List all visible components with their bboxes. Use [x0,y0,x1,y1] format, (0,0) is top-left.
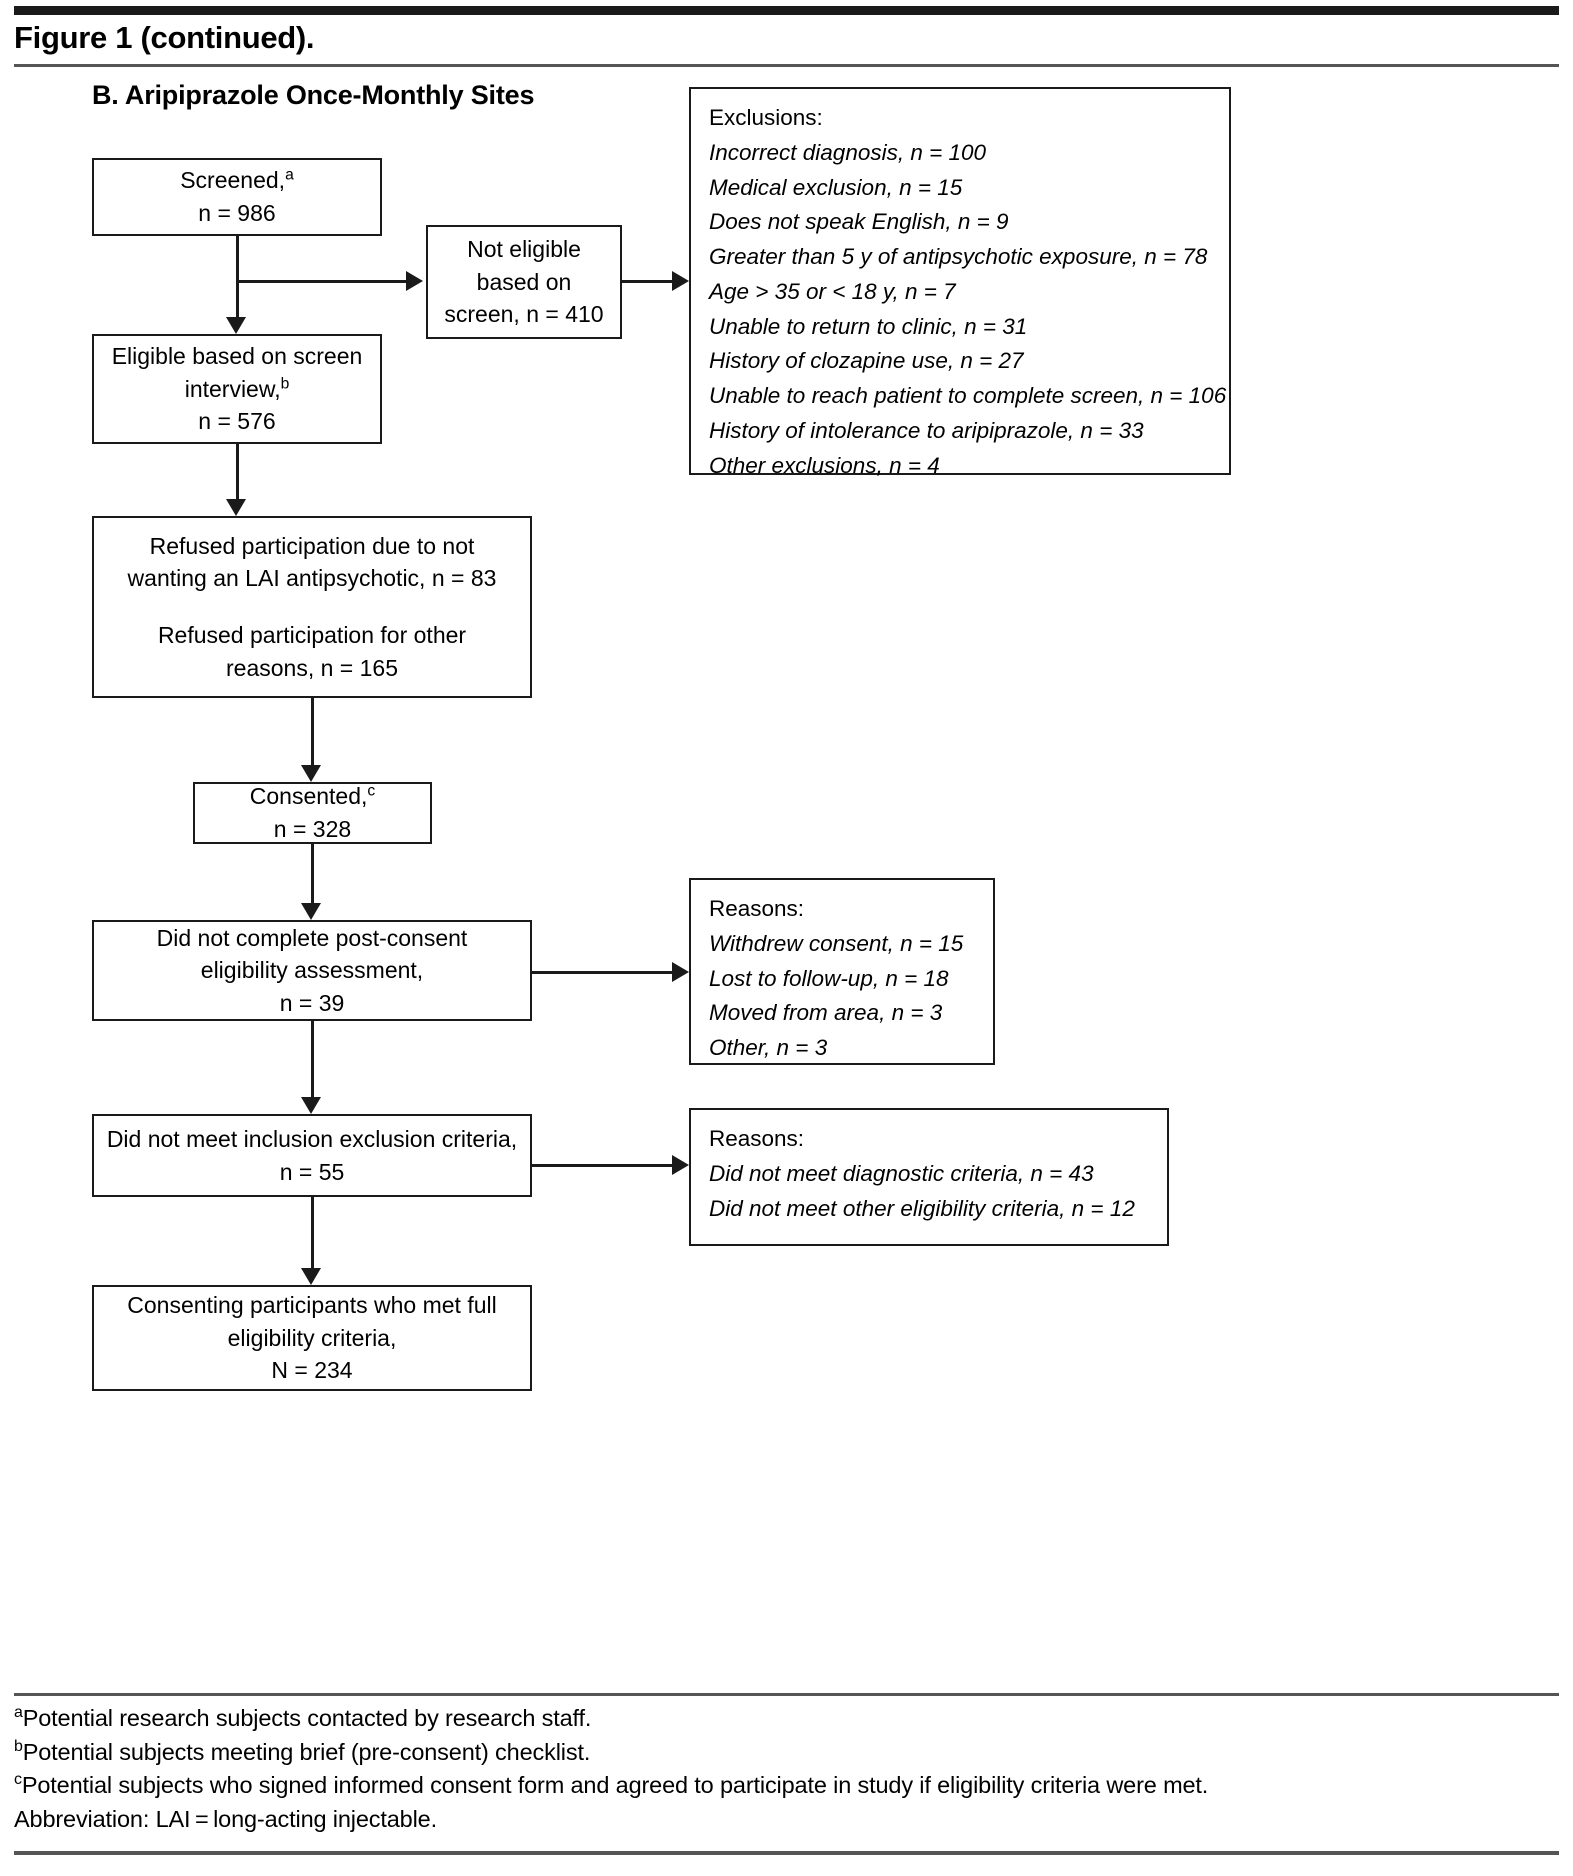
box-screened-line2: n = 986 [198,200,276,226]
box-post-consent: Did not complete post-consent eligibilit… [92,920,532,1021]
box-eligible-line3: n = 576 [198,408,276,435]
arrowhead-post-consent-to-reasons [672,962,689,982]
exclusion-item: Greater than 5 y of antipsychotic exposu… [709,244,1208,269]
box-final-line1: Consenting participants who met full [127,1292,497,1319]
box-refused-line2: wanting an LAI antipsychotic, n = 83 [127,565,497,592]
reason-item: Moved from area, n = 3 [709,1000,943,1026]
box-consented-line1: Consented,c [249,782,376,810]
exclusion-item: Unable to return to clinic, n = 31 [709,313,1028,339]
box-post-consent-line2: eligibility assessment, [200,957,424,984]
reason-item: Withdrew consent, n = 15 [709,930,964,956]
connector-post-consent-to-reasons [532,971,674,974]
exclusions-box: Exclusions: Incorrect diagnosis, n = 100… [689,87,1231,478]
exclusions-heading: Exclusions: [709,105,823,130]
footnotes: aPotential research subjects contacted b… [14,1702,1564,1837]
reason-item: Lost to follow-up, n = 18 [709,965,949,991]
footnote-sup-b: b [14,1737,23,1755]
exclusion-item: Does not speak English, n = 9 [709,209,1009,235]
box-inclusion-line2: n = 55 [279,1158,345,1185]
box-refused-line4: reasons, n = 165 [226,654,398,681]
box-final-line3: N = 234 [271,1357,353,1384]
reason-item: Other, n = 3 [709,1035,828,1060]
exclusion-item: Unable to reach patient to complete scre… [709,383,1227,408]
connector-eligible-to-refused [236,444,239,499]
box-final-line2: eligibility criteria, [227,1324,397,1351]
arrowhead-post-consent-to-inclusion [301,1097,321,1114]
box-post-consent-line3: n = 39 [279,989,345,1016]
box-not-eligible-line3: screen, n = 410 [444,301,604,328]
footnote-a: aPotential research subjects contacted b… [14,1704,592,1731]
box-post-consent-line1: Did not complete post-consent [156,924,468,951]
box-inclusion-line1: Did not meet inclusion exclusion criteri… [106,1125,518,1152]
footnote-sup-a: a [14,1704,23,1722]
connector-inclusion-to-reasons [532,1164,674,1167]
connector-consented-to-post-consent [311,844,314,903]
footnote-b: bPotential subjects meeting brief (pre-c… [14,1737,591,1765]
box-screened-line1: Screened,a [180,166,294,194]
exclusion-item: History of clozapine use, n = 27 [709,348,1024,374]
footnote-c: cPotential subjects who signed informed … [14,1771,1209,1799]
footnote-abbreviation: Abbreviation: LAI = long-acting injectab… [14,1806,437,1833]
box-inclusion-criteria: Did not meet inclusion exclusion criteri… [92,1114,532,1197]
footnote-marker-b: b [280,375,290,393]
exclusion-item: Other exclusions, n = 4 [709,452,940,478]
arrowhead-eligible-to-refused [226,499,246,516]
reason-item: Did not meet diagnostic criteria, n = 43 [709,1160,1094,1186]
exclusion-item: History of intolerance to aripiprazole, … [709,417,1144,443]
connector-screened-to-not-eligible [236,280,408,283]
box-not-eligible-line1: Not eligible [467,236,581,263]
connector-inclusion-to-final [311,1197,314,1268]
top-rule [14,6,1559,15]
exclusion-item: Age > 35 or < 18 y, n = 7 [709,278,956,304]
arrowhead-screened-to-not-eligible [406,271,423,291]
reasons-heading: Reasons: [709,896,805,921]
box-consented: Consented,c n = 328 [193,782,432,844]
footnotes-top-rule [14,1693,1559,1696]
connector-refused-to-consented [311,698,314,765]
arrowhead-not-eligible-to-exclusions [672,271,689,291]
box-not-eligible: Not eligible based on screen, n = 410 [426,225,622,339]
exclusion-item: Incorrect diagnosis, n = 100 [709,139,987,165]
panel-title: B. Aripiprazole Once-Monthly Sites [92,80,535,110]
box-screened: Screened,a n = 986 [92,158,382,236]
arrowhead-inclusion-to-final [301,1268,321,1285]
reasons-post-consent-box: Reasons: Withdrew consent, n = 15 Lost t… [689,878,995,1065]
box-eligible-line1: Eligible based on screen [111,343,363,370]
box-consented-line2: n = 328 [273,816,352,842]
box-refused: Refused participation due to not wanting… [92,516,532,698]
connector-post-consent-to-inclusion [311,1021,314,1097]
reason-item: Did not meet other eligibility criteria,… [709,1195,1135,1221]
footnote-marker-c: c [367,782,376,800]
connector-not-eligible-to-exclusions [622,280,674,283]
connector-screened-to-eligible [236,236,239,317]
box-refused-line1: Refused participation due to not [149,532,475,559]
title-underrule [14,64,1559,67]
footnotes-bottom-rule [14,1851,1559,1855]
box-eligible: Eligible based on screen interview,b n =… [92,334,382,444]
footnote-marker-a: a [285,166,294,184]
box-refused-line3: Refused participation for other [157,622,467,648]
reasons-heading: Reasons: [709,1126,805,1151]
footnote-sup-c: c [14,1771,22,1789]
figure-title: Figure 1 (continued). [14,20,315,55]
arrowhead-inclusion-to-reasons [672,1155,689,1175]
reasons-inclusion-box: Reasons: Did not meet diagnostic criteri… [689,1108,1169,1246]
arrowhead-screened-to-eligible [226,317,246,334]
box-final-eligible: Consenting participants who met full eli… [92,1285,532,1391]
box-not-eligible-line2: based on [476,268,572,295]
arrowhead-refused-to-consented [301,765,321,782]
box-eligible-line2: interview,b [184,375,290,402]
arrowhead-consented-to-post-consent [301,903,321,920]
exclusion-item: Medical exclusion, n = 15 [709,174,963,200]
